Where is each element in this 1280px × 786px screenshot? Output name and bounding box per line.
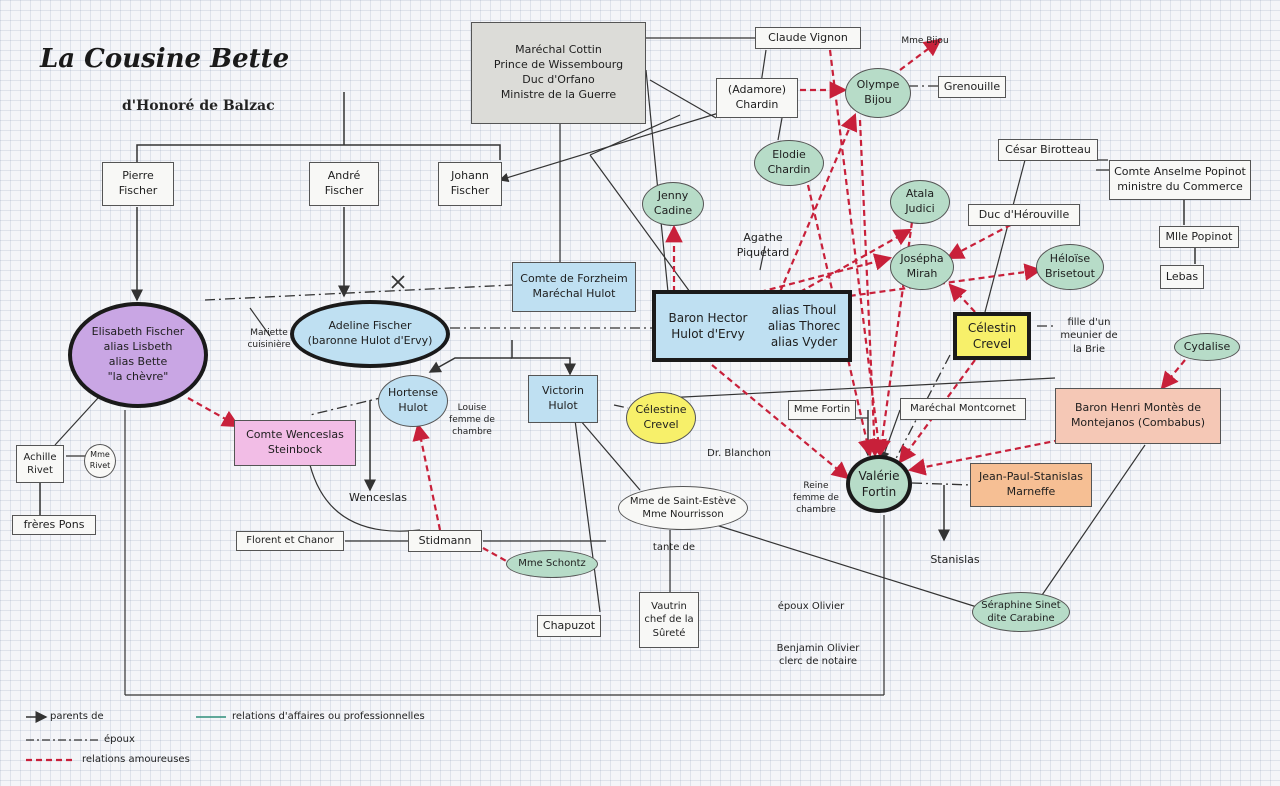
legend-parents: parents de (50, 711, 104, 722)
node-wenceslas[interactable]: Comte Wenceslas Steinbock (234, 420, 356, 466)
legend-epoux: époux (104, 734, 135, 745)
node-baron-aliases: alias Thoul alias Thorec alias Vyder (760, 290, 852, 362)
node-montes[interactable]: Baron Henri Montès de Montejanos (Combab… (1055, 388, 1221, 444)
node-atala[interactable]: Atala Judici (890, 180, 950, 224)
legend-affaires: relations d'affaires ou professionnelles (232, 711, 425, 722)
node-elodie[interactable]: Elodie Chardin (754, 140, 824, 186)
node-josepha[interactable]: Josépha Mirah (890, 244, 954, 290)
node-crevel[interactable]: Célestin Crevel (953, 312, 1031, 360)
node-grenouille[interactable]: Grenouille (938, 76, 1006, 98)
node-olympe[interactable]: Olympe Bijou (845, 68, 911, 118)
node-vautrin[interactable]: Vautrin chef de la Sûreté (639, 592, 699, 648)
node-stanislas: Stanislas (930, 552, 980, 566)
node-tante: tante de (652, 542, 696, 554)
node-blanchon: Dr. Blanchon (707, 448, 771, 460)
node-cottin[interactable]: Maréchal Cottin Prince de Wissembourg Du… (471, 22, 646, 124)
node-carabine[interactable]: Séraphine Sinet dite Carabine (972, 592, 1070, 632)
node-birotteau[interactable]: César Birotteau (998, 139, 1098, 161)
node-cydalise[interactable]: Cydalise (1174, 333, 1240, 361)
node-lebas[interactable]: Lebas (1160, 265, 1204, 289)
business-links (54, 37, 1146, 696)
node-achille[interactable]: Achille Rivet (16, 445, 64, 483)
node-fille-meunier: fille d'un meunier de la Brie (1060, 316, 1118, 355)
node-jenny[interactable]: Jenny Cadine (642, 182, 704, 226)
node-benjamin: Benjamin Olivier clerc de notaire (776, 642, 860, 668)
node-louise: Louise femme de chambre (449, 402, 495, 438)
node-celestine[interactable]: Célestine Crevel (626, 392, 696, 444)
node-baron-hulot[interactable]: Baron Hector Hulot d'Ervy (652, 290, 762, 362)
node-mme-fortin[interactable]: Mme Fortin (788, 400, 856, 420)
node-lisbeth[interactable]: Elisabeth Fischer alias Lisbeth alias Be… (68, 302, 208, 408)
node-adeline[interactable]: Adeline Fischer (baronne Hulot d'Ervy) (290, 300, 450, 368)
node-popinot[interactable]: Comte Anselme Popinot ministre du Commer… (1109, 160, 1251, 200)
diagram-title: La Cousine Bette (40, 44, 290, 74)
node-johann[interactable]: Johann Fischer (438, 162, 502, 206)
node-mme-rivet[interactable]: Mme Rivet (84, 444, 116, 478)
node-andre[interactable]: André Fischer (309, 162, 379, 206)
node-mme-bijou: Mme Bijou (901, 35, 949, 46)
node-olivier: époux Olivier (777, 601, 845, 613)
node-marneffe[interactable]: Jean-Paul-Stanislas Marneffe (970, 463, 1092, 507)
node-agathe: Agathe Piquetard (736, 231, 790, 259)
node-freres-pons[interactable]: frères Pons (12, 515, 96, 535)
node-herouville[interactable]: Duc d'Hérouville (968, 204, 1080, 226)
node-heloise[interactable]: Héloïse Brisetout (1036, 244, 1104, 290)
love-links (187, 38, 1186, 563)
legend-amoureuses: relations amoureuses (82, 754, 190, 765)
node-chapuzot[interactable]: Chapuzot (537, 615, 601, 637)
legend-samples (26, 711, 226, 762)
node-vignon[interactable]: Claude Vignon (755, 27, 861, 49)
node-wenceslas-fils: Wenceslas (348, 490, 408, 504)
node-chardin[interactable]: (Adamore) Chardin (716, 78, 798, 118)
node-hortense[interactable]: Hortense Hulot (378, 375, 448, 427)
parent-links (39, 92, 1196, 542)
node-montcornet[interactable]: Maréchal Montcornet (900, 398, 1026, 420)
node-mariette: Mariette cuisinière (247, 327, 291, 350)
node-mlle-popinot[interactable]: Mlle Popinot (1159, 226, 1239, 248)
node-victorin[interactable]: Victorin Hulot (528, 375, 598, 423)
cross-mark (391, 275, 405, 289)
node-reine: Reine femme de chambre (793, 480, 839, 516)
node-saint-esteve[interactable]: Mme de Saint-Estève Mme Nourrisson (618, 486, 748, 530)
node-florent[interactable]: Florent et Chanor (236, 531, 344, 551)
diagram-subtitle: d'Honoré de Balzac (122, 98, 275, 114)
node-pierre[interactable]: Pierre Fischer (102, 162, 174, 206)
node-valerie[interactable]: Valérie Fortin (846, 455, 912, 513)
node-stidmann[interactable]: Stidmann (408, 530, 482, 552)
node-forzheim[interactable]: Comte de Forzheim Maréchal Hulot (512, 262, 636, 312)
node-schontz[interactable]: Mme Schontz (506, 550, 598, 578)
